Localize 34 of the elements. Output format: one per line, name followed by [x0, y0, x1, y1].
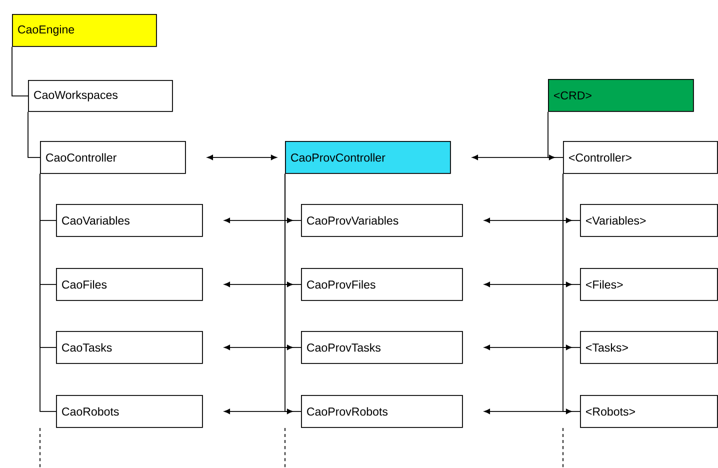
- class-box: <Variables>: [580, 204, 718, 237]
- root-box: <CRD>: [548, 78, 694, 112]
- class-box: CaoVariables: [56, 204, 203, 237]
- tree-line: [284, 173, 302, 412]
- class-box: CaoProvTasks: [301, 330, 463, 364]
- arrow: [224, 408, 293, 414]
- tree-line: [40, 173, 56, 412]
- class-box: <Files>: [580, 268, 718, 301]
- arrow: [224, 218, 293, 224]
- class-box: CaoRobots: [56, 394, 203, 428]
- class-box: CaoFiles: [56, 268, 203, 301]
- tree-line: [28, 111, 40, 158]
- class-box: CaoTasks: [56, 330, 203, 364]
- arrow: [484, 344, 572, 350]
- arrow: [484, 218, 572, 224]
- tree-line: [562, 173, 580, 412]
- tree-line: [548, 111, 564, 158]
- arrow: [224, 344, 293, 350]
- arrow: [484, 408, 572, 414]
- class-box: CaoProvVariables: [301, 204, 463, 237]
- arrow: [472, 154, 555, 160]
- class-box: CaoWorkspaces: [28, 80, 173, 112]
- provider-box: CaoProvController: [285, 140, 451, 174]
- class-box: <Robots>: [580, 394, 718, 428]
- arrow: [224, 282, 293, 288]
- class-box: CaoProvRobots: [301, 394, 463, 428]
- arrow: [484, 282, 572, 288]
- root-box: CaoEngine: [12, 14, 157, 47]
- arrow: [207, 154, 277, 160]
- class-box: <Controller>: [563, 140, 718, 174]
- tree-line: [12, 46, 28, 96]
- class-box: CaoController: [40, 140, 186, 174]
- class-box: <Tasks>: [580, 330, 718, 364]
- class-box: CaoProvFiles: [301, 268, 463, 301]
